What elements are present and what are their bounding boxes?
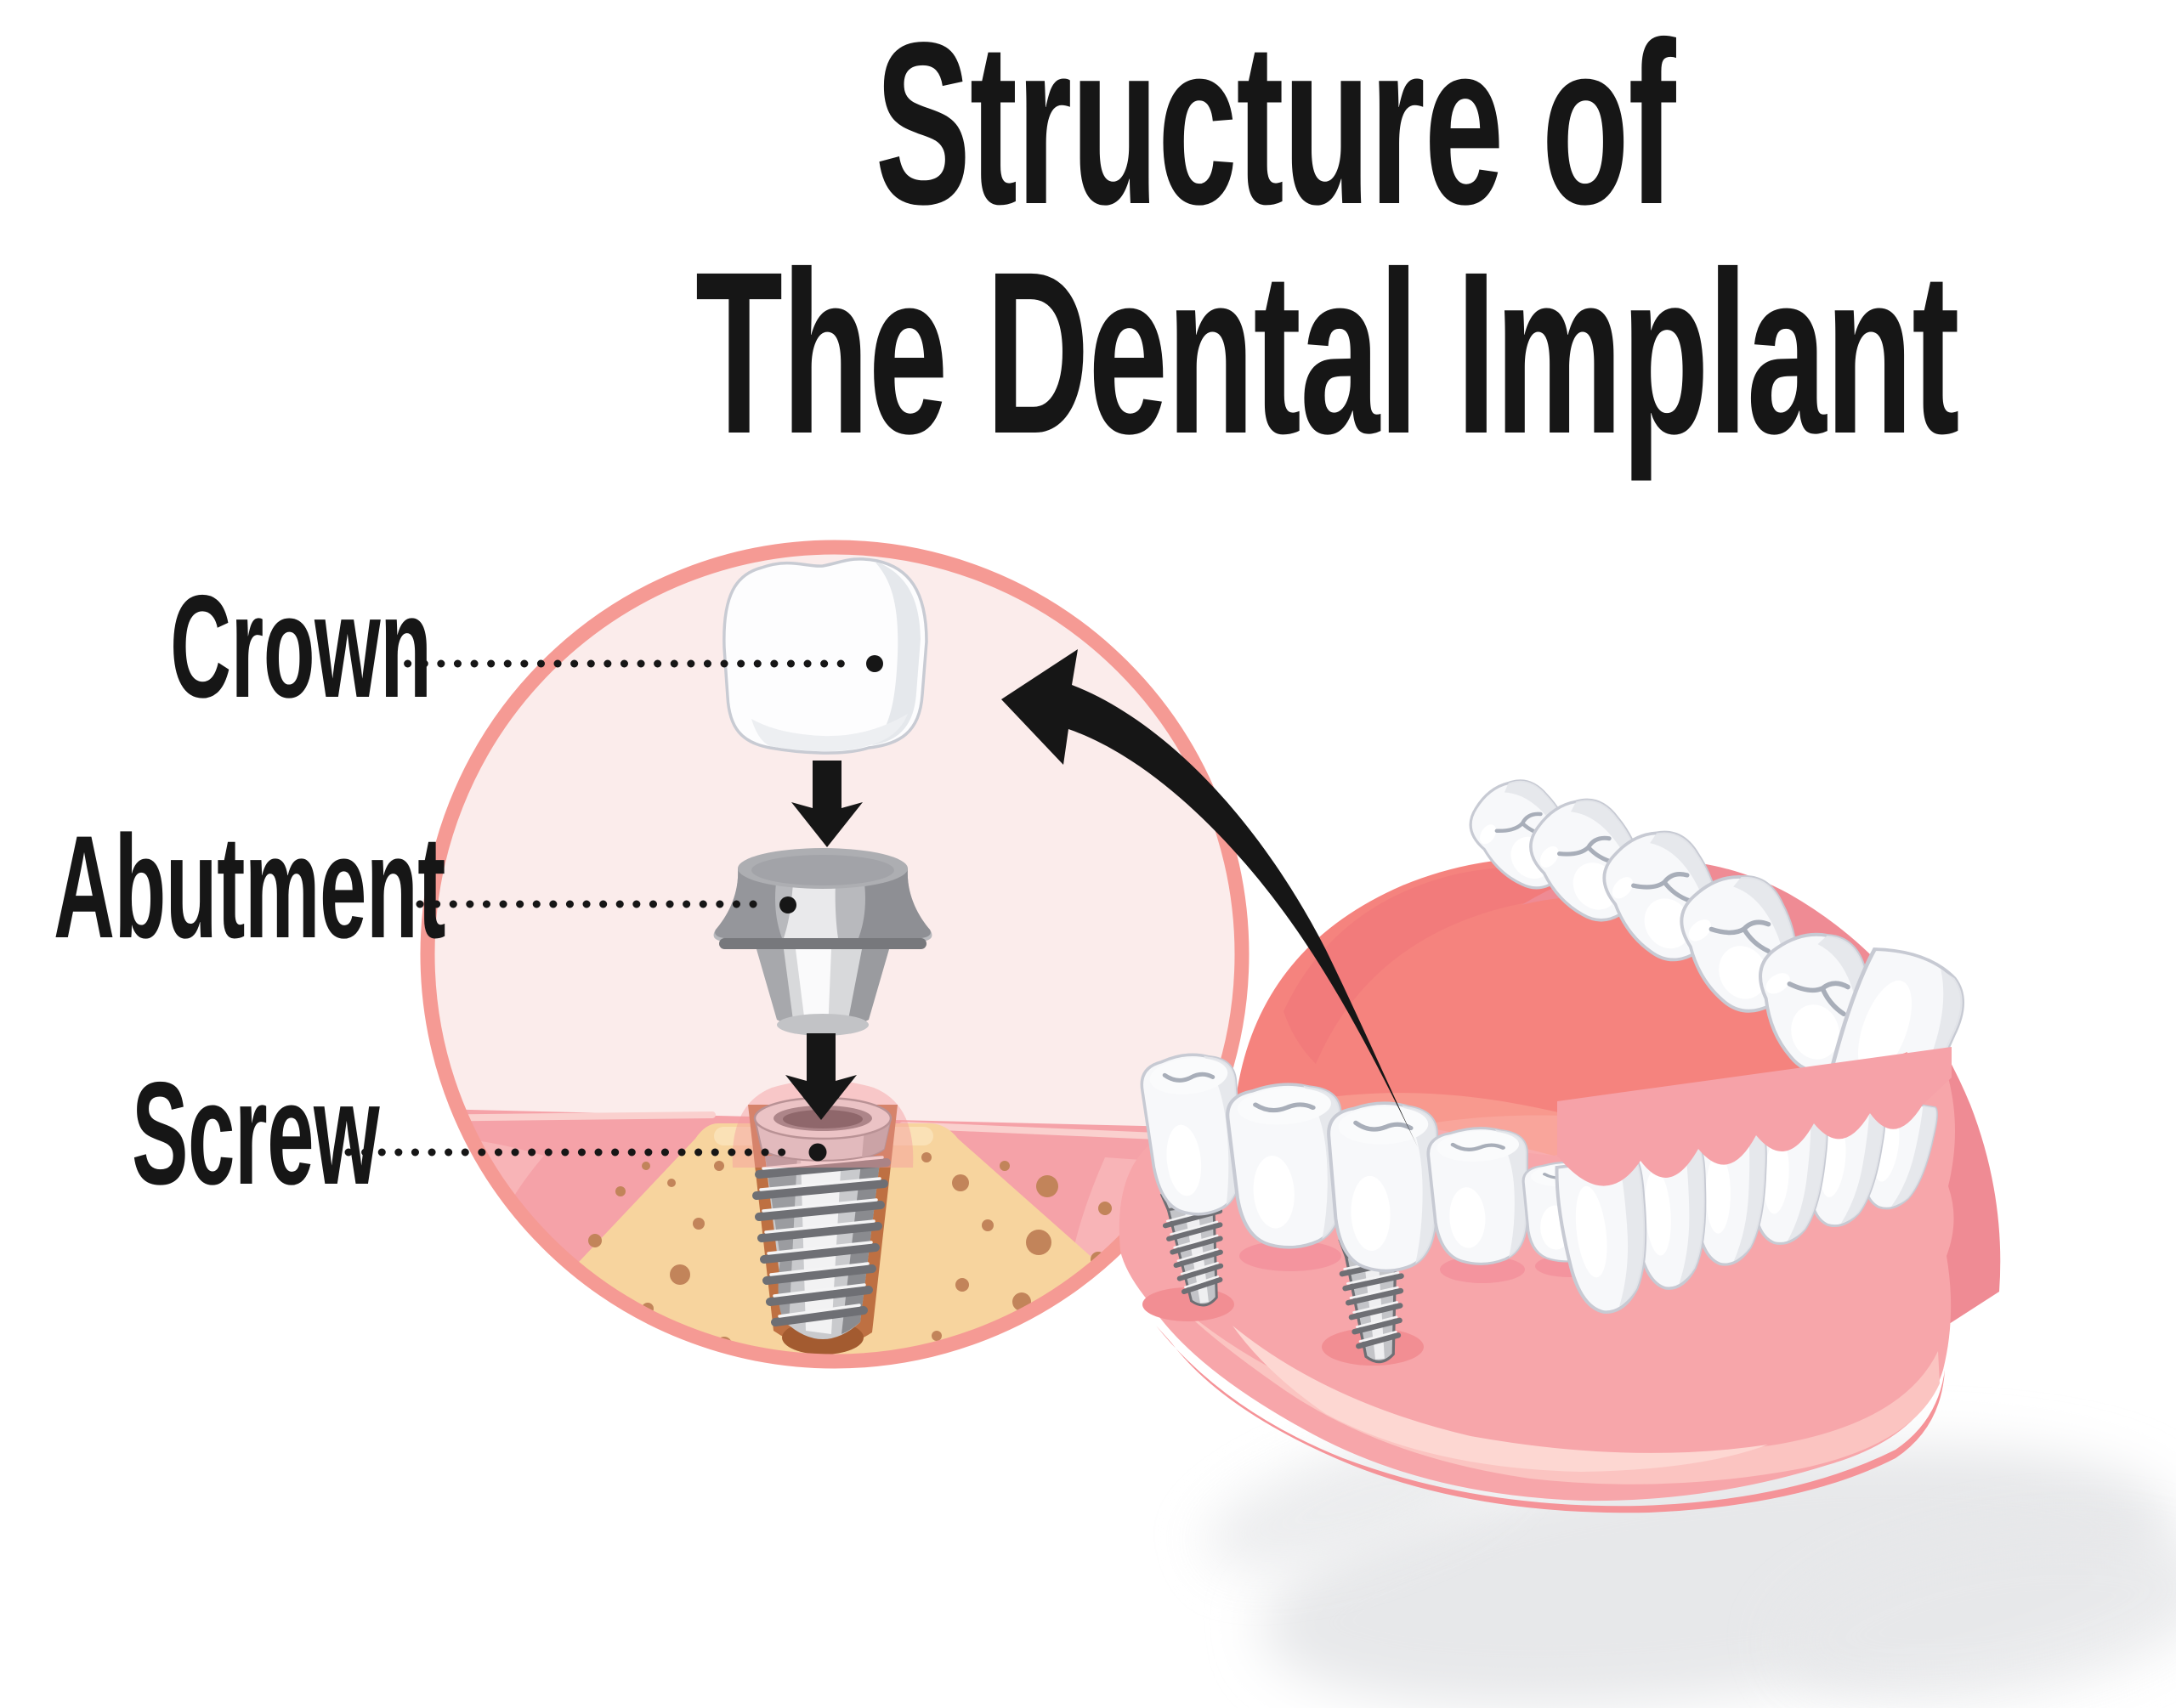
leader-line-screw: [344, 1143, 827, 1162]
circle-border: [420, 540, 1250, 1369]
down-arrow-icon: [791, 761, 863, 847]
down-arrow-icon: [785, 1033, 857, 1120]
title-line-2: The Dental Implant: [695, 223, 1959, 482]
label-crown: Crown: [170, 565, 432, 728]
leader-line-crown: [387, 655, 883, 672]
title-line-1: Structure of: [875, 0, 1676, 252]
page-title: Structure of The Dental Implant: [695, 0, 1959, 482]
implant-crown-tooth: [1328, 1101, 1442, 1273]
tooth: [1427, 1126, 1533, 1267]
gum-margin-scallops: [1557, 1047, 1952, 1186]
implant-screw-cutaway: [732, 1080, 914, 1355]
lower-jaw-illustration: [1119, 766, 2001, 1513]
jaw-shadow: [1205, 1430, 2176, 1707]
abutment-illustration: [713, 848, 932, 1036]
label-abutment: Abutment: [54, 806, 445, 969]
gum-mound-overlay: [732, 1080, 914, 1168]
curved-arrow-icon: [1001, 649, 1418, 1147]
leader-line-abutment: [416, 896, 796, 913]
label-screw: Screw: [132, 1052, 380, 1215]
crown-illustration: [722, 557, 928, 755]
zoom-inset-circle: [420, 540, 1250, 1369]
